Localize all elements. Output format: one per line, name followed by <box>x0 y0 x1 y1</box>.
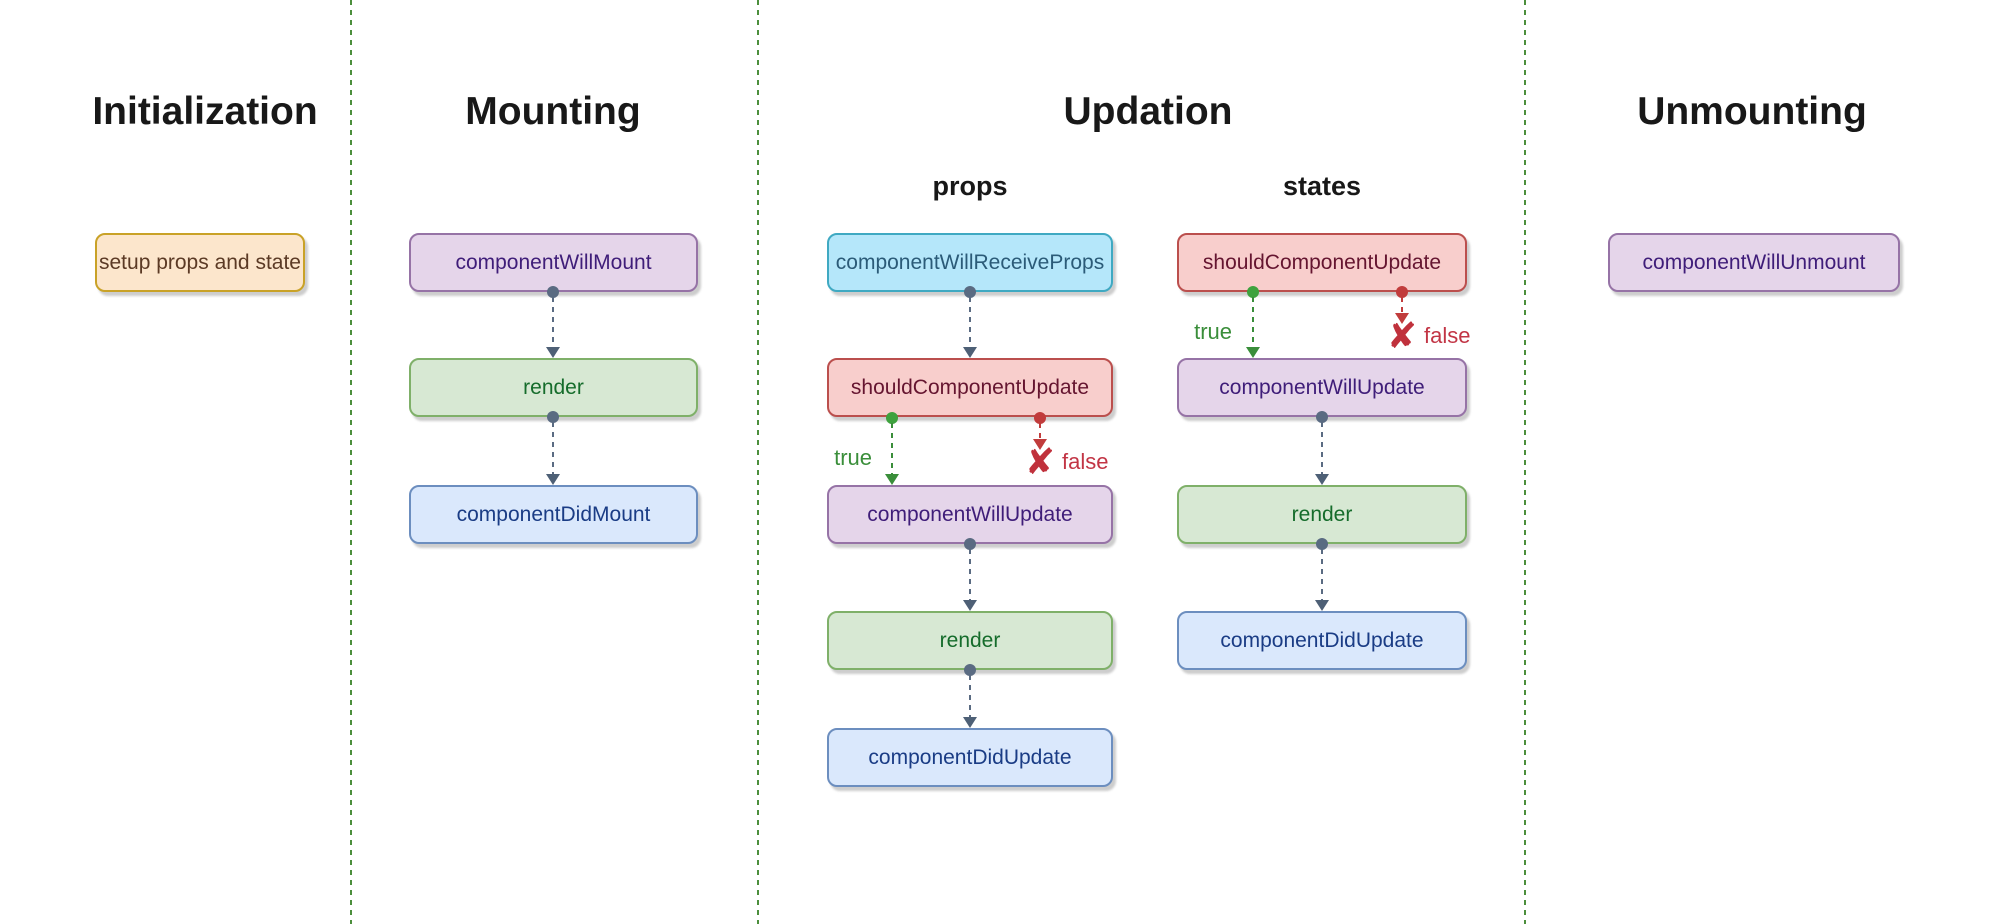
connector-line <box>891 423 893 475</box>
connector-dot <box>547 286 559 298</box>
connector-dot <box>1247 286 1259 298</box>
connector-dot <box>1034 412 1046 424</box>
false-branch-arrow <box>1033 412 1047 450</box>
box-props-component-did-update: componentDidUpdate <box>827 728 1113 787</box>
false-label: false <box>1062 449 1109 474</box>
arrowhead-icon <box>1246 347 1260 358</box>
false-label: false <box>1424 323 1471 348</box>
connector-line <box>552 422 554 475</box>
connector-dot <box>1396 286 1408 298</box>
connector-line <box>1252 297 1254 348</box>
arrowhead-icon <box>963 717 977 728</box>
connector-line <box>1401 297 1403 314</box>
box-states-should-component-update: shouldComponentUpdate <box>1177 233 1467 292</box>
connector-dot <box>964 538 976 550</box>
false-x-icon: ✘ <box>1386 315 1418 357</box>
section-divider <box>350 0 352 924</box>
true-label: true <box>1194 319 1232 344</box>
flow-arrow <box>546 286 560 358</box>
false-x-icon: ✘ <box>1024 441 1056 483</box>
section-divider <box>1524 0 1526 924</box>
connector-dot <box>1316 538 1328 550</box>
arrowhead-icon <box>963 347 977 358</box>
section-title-initialization: Initialization <box>92 90 318 133</box>
flow-arrow <box>546 411 560 485</box>
connector-line <box>552 297 554 348</box>
box-states-component-did-update: componentDidUpdate <box>1177 611 1467 670</box>
arrowhead-icon <box>1033 439 1047 450</box>
connector-line <box>969 675 971 718</box>
connector-line <box>969 297 971 348</box>
connector-dot <box>964 664 976 676</box>
arrowhead-icon <box>546 474 560 485</box>
arrowhead-icon <box>963 600 977 611</box>
arrowhead-icon <box>1315 600 1329 611</box>
connector-line <box>1321 549 1323 601</box>
flow-arrow <box>1315 411 1329 485</box>
section-title-updation: Updation <box>1063 90 1233 133</box>
box-props-component-will-update: componentWillUpdate <box>827 485 1113 544</box>
section-divider <box>757 0 759 924</box>
connector-dot <box>1316 411 1328 423</box>
connector-line <box>969 549 971 601</box>
section-title-unmounting: Unmounting <box>1637 90 1867 133</box>
box-mounting-render: render <box>409 358 698 417</box>
true-branch-arrow <box>885 412 899 485</box>
flow-arrow <box>963 538 977 611</box>
true-branch-arrow <box>1246 286 1260 358</box>
arrowhead-icon <box>546 347 560 358</box>
true-label: true <box>834 445 872 470</box>
arrowhead-icon <box>1395 313 1409 324</box>
box-component-did-mount: componentDidMount <box>409 485 698 544</box>
connector-dot <box>886 412 898 424</box>
subheader-props: props <box>932 171 1008 201</box>
connector-line <box>1039 423 1041 440</box>
box-states-component-will-update: componentWillUpdate <box>1177 358 1467 417</box>
arrowhead-icon <box>1315 474 1329 485</box>
connector-dot <box>964 286 976 298</box>
box-states-render: render <box>1177 485 1467 544</box>
flow-arrow <box>1315 538 1329 611</box>
box-setup-props-and-state: setup props and state <box>95 233 305 292</box>
box-component-will-unmount: componentWillUnmount <box>1608 233 1900 292</box>
subheader-states: states <box>1282 171 1362 201</box>
connector-dot <box>547 411 559 423</box>
flow-arrow <box>963 664 977 728</box>
false-branch-arrow <box>1395 286 1409 324</box>
box-props-should-component-update: shouldComponentUpdate <box>827 358 1113 417</box>
connector-line <box>1321 422 1323 475</box>
box-component-will-receive-props: componentWillReceiveProps <box>827 233 1113 292</box>
box-component-will-mount: componentWillMount <box>409 233 698 292</box>
flow-arrow <box>963 286 977 358</box>
arrowhead-icon <box>885 474 899 485</box>
box-props-render: render <box>827 611 1113 670</box>
section-title-mounting: Mounting <box>465 90 641 133</box>
